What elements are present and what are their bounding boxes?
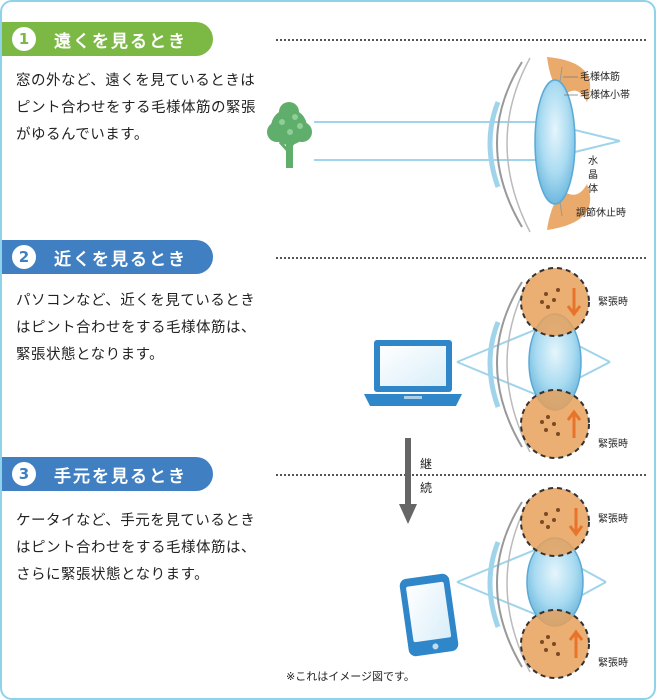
label-lens: 水 晶 体 [588,155,598,195]
svg-text:晶: 晶 [588,169,598,181]
laptop-icon [364,340,462,406]
continuation-arrow [399,438,417,524]
tree-icon [267,102,312,168]
section-1-pill: 1 遠くを見るとき [2,22,213,56]
eye-diagram-far [487,57,591,233]
section-3-divider [276,474,646,476]
label-tension-near-bottom: 緊張時 [598,438,628,450]
label-zonule: 毛様体小帯 [580,88,630,101]
section-1-divider [276,39,646,41]
section-3-description: ケータイなど、手元を見ているときはピント合わせをする毛様体筋は、さらに緊張状態と… [16,513,256,583]
label-tension-hand-top: 緊張時 [598,513,628,525]
section-2-number: 2 [12,245,36,269]
section-1-description: 窓の外など、遠くを見ているときはピント合わせをする毛様体筋の緊張がゆるんでいます… [16,73,256,143]
lens-far [534,79,576,205]
section-2-description: パソコンなど、近くを見ているときはピント合わせをする毛様体筋は、緊張状態となりま… [16,293,256,363]
section-3-pill: 3 手元を見るとき [2,457,213,491]
section-2-pill: 2 近くを見るとき [2,240,213,274]
eye-diagram-hand [487,487,590,679]
section-1-header: 1 遠くを見るとき [2,22,213,56]
svg-text:体: 体 [588,183,598,195]
section-1-title: 遠くを見るとき [54,31,187,52]
continuation-label: 継 続 [420,456,432,495]
image-note: ※これはイメージ図です。 [286,670,415,683]
section-3-header: 3 手元を見るとき [2,457,213,491]
label-ciliary-muscle: 毛様体筋 [580,70,620,83]
phone-icon [399,573,459,657]
section-2-header: 2 近くを見るとき [2,240,213,274]
svg-text:水: 水 [588,155,598,167]
label-tension-hand-bottom: 緊張時 [598,657,628,669]
label-tension-near-top: 緊張時 [598,296,628,308]
section-2-divider [276,257,646,259]
svg-text:続: 続 [420,481,432,495]
label-resting: 調節休止時 [576,206,626,219]
section-3-title: 手元を見るとき [54,466,187,487]
svg-text:継: 継 [420,456,432,471]
section-3-number: 3 [12,462,36,486]
eye-diagram-near [487,267,590,459]
section-1-number: 1 [12,27,36,51]
section-2-title: 近くを見るとき [54,249,187,270]
